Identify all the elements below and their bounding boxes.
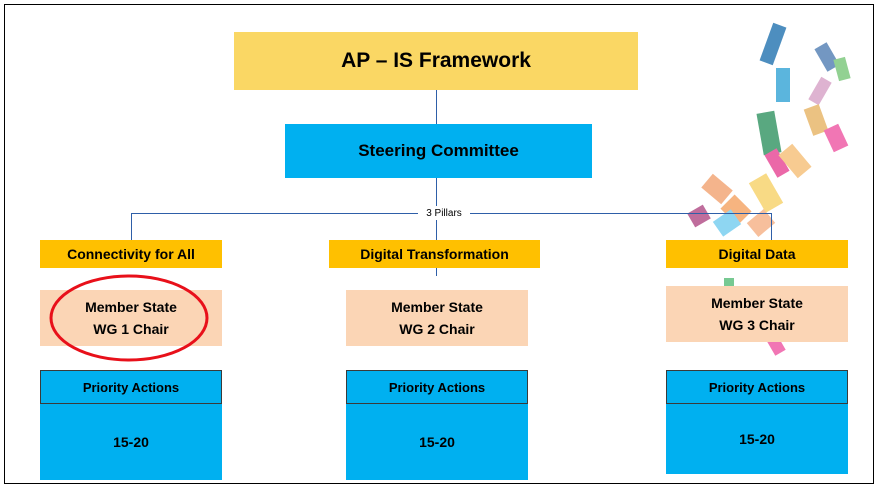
pillar-3-priority-actions: Priority Actions [666, 370, 848, 404]
connector-pillar-1 [131, 213, 132, 241]
pillar-3-chair: Member State WG 3 Chair [666, 286, 848, 342]
pillar-3-chair-line1: Member State [711, 295, 803, 311]
framework-title: AP – IS Framework [234, 32, 638, 90]
connector-title-committee [436, 90, 437, 124]
pillar-2-chair: Member State WG 2 Chair [346, 290, 528, 346]
pillar-1-priority-actions: Priority Actions [40, 370, 222, 404]
pillar-2-chair-line1: Member State [391, 299, 483, 315]
pillar-2-label: Digital Transformation [329, 240, 540, 268]
pillar-1-chair-line2: WG 1 Chair [93, 321, 169, 337]
pillar-3-label: Digital Data [666, 240, 848, 268]
pillar-1-label: Connectivity for All [40, 240, 222, 268]
pillar-1-actions-count: 15-20 [40, 404, 222, 480]
pillar-3-actions-count: 15-20 [666, 404, 848, 474]
steering-committee-box: Steering Committee [285, 124, 592, 178]
connector-committee-pillars [436, 178, 437, 276]
pillars-tag: 3 Pillars [418, 206, 470, 220]
pillar-3-chair-line2: WG 3 Chair [719, 317, 795, 333]
pillar-2-actions-count: 15-20 [346, 404, 528, 480]
pillar-1-chair: Member State WG 1 Chair [40, 290, 222, 346]
pillar-2-chair-line2: WG 2 Chair [399, 321, 475, 337]
pillar-1-chair-line1: Member State [85, 299, 177, 315]
connector-pillar-3 [771, 213, 772, 241]
pillar-2-priority-actions: Priority Actions [346, 370, 528, 404]
